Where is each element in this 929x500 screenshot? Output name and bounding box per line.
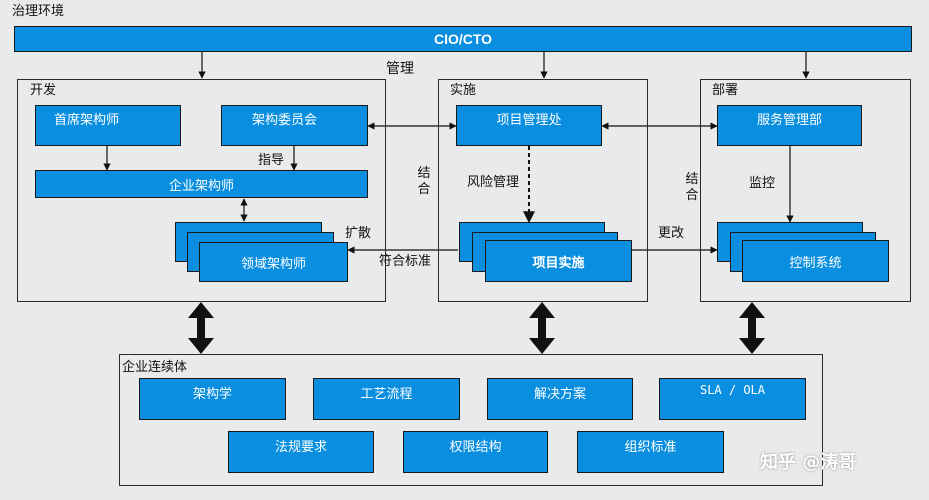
risk-label: 风险管理 — [467, 175, 520, 190]
combine-left-label: 结合 — [417, 166, 431, 197]
big-arrow-impl — [529, 302, 555, 354]
chief-architect-box: 首席架构师 — [35, 105, 181, 146]
dev-title: 开发 — [30, 83, 57, 98]
service-dept-box: 服务管理部 — [717, 105, 862, 146]
pmo-box: 项目管理处 — [456, 105, 602, 146]
continuum-item-process: 工艺流程 — [313, 378, 460, 420]
combine-right-label: 结合 — [685, 172, 699, 203]
continuum-item-regulation: 法规要求 — [228, 431, 374, 473]
continuum-item-sla-ola: SLA / OLA — [659, 378, 806, 420]
continuum-item-org-standard: 组织标准 — [577, 431, 724, 473]
cio-cto-bar: CIO/CTO — [14, 26, 912, 52]
arch-committee-box: 架构委员会 — [221, 105, 368, 146]
comply-label: 符合标准 — [379, 254, 432, 269]
control-system-box: 控制系统 — [742, 240, 889, 282]
deploy-title: 部署 — [712, 83, 739, 98]
watermark-text: 知乎 @涛哥 — [760, 452, 857, 473]
continuum-item-authority: 权限结构 — [403, 431, 548, 473]
manage-label: 管理 — [386, 61, 414, 77]
change-label: 更改 — [658, 226, 685, 241]
continuum-item-solution: 解决方案 — [487, 378, 633, 420]
big-arrow-deploy — [739, 302, 765, 354]
dev-panel — [17, 79, 386, 302]
continuum-item-architecture: 架构学 — [139, 378, 286, 420]
governance-title: 治理环境 — [12, 4, 65, 19]
impl-panel — [438, 79, 648, 302]
domain-architect-box: 领域架构师 — [199, 242, 348, 282]
continuum-panel — [119, 354, 823, 486]
continuum-title: 企业连续体 — [122, 360, 188, 375]
monitor-label: 监控 — [749, 176, 776, 191]
deploy-panel — [700, 79, 911, 302]
guide-label: 指导 — [258, 153, 285, 168]
enterprise-architect-box: 企业架构师 — [35, 170, 368, 198]
spread-label: 扩散 — [345, 226, 372, 241]
impl-title: 实施 — [450, 83, 477, 98]
big-arrow-dev — [188, 302, 214, 354]
project-impl-box: 项目实施 — [485, 240, 632, 282]
